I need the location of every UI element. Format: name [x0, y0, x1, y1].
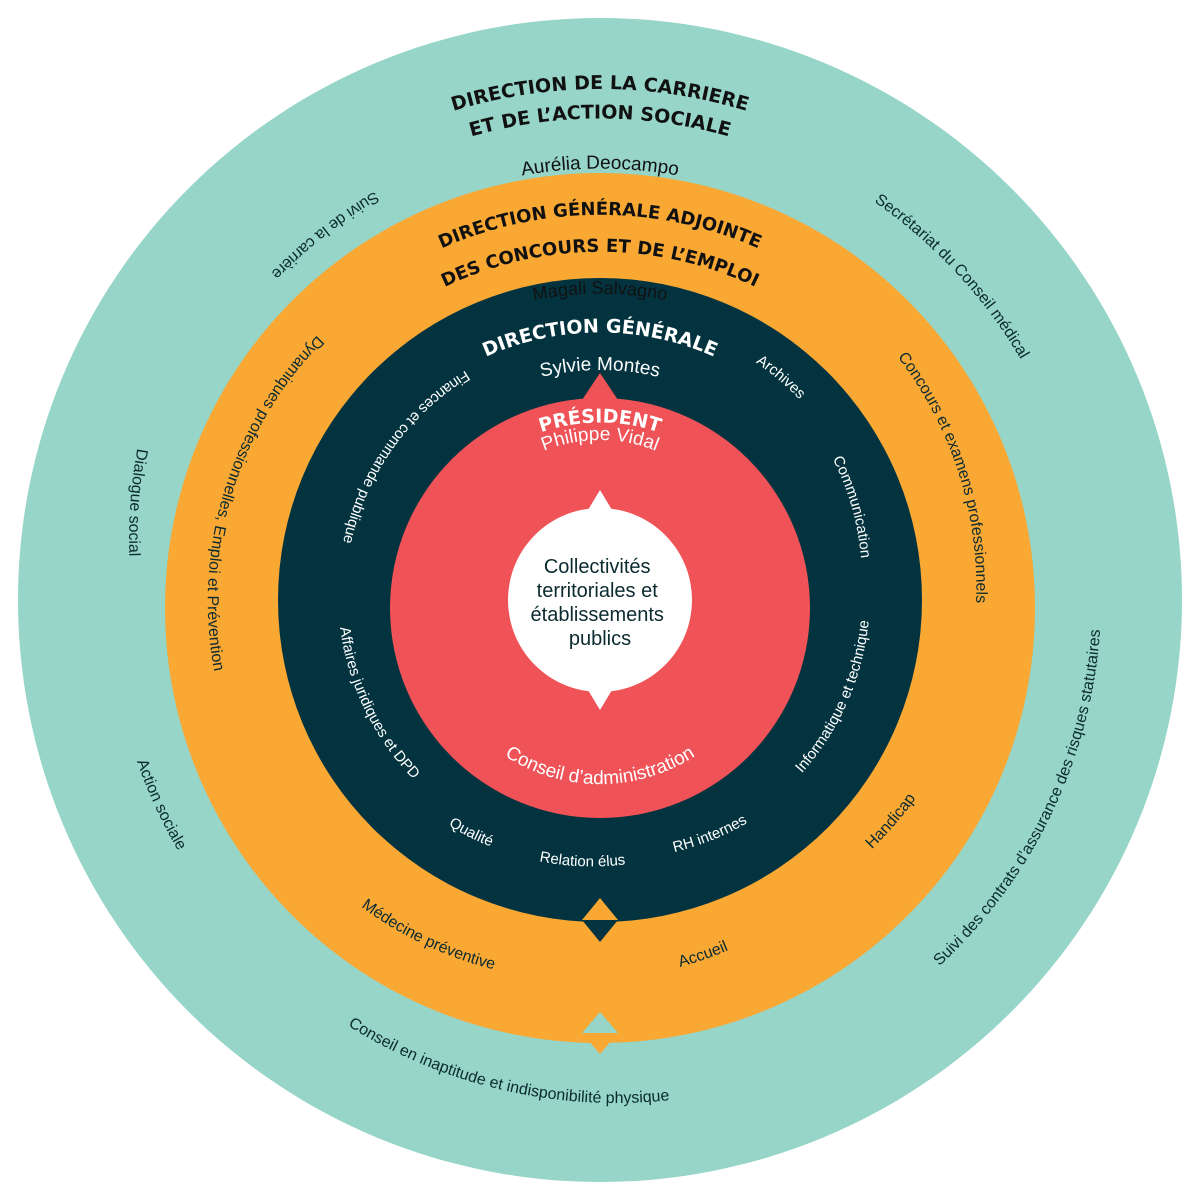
dark-ring-bottom-diamond-top-icon: [582, 898, 618, 920]
center-line-1: Collectivités: [544, 556, 651, 578]
third-item-relation-elus: Relation élus: [538, 848, 626, 870]
center-line-2: territoriales et: [537, 580, 659, 602]
center-circle: [508, 508, 692, 692]
top-connector-triangle-icon: [582, 373, 618, 400]
orange-ring-bottom-diamond-top-icon: [582, 1012, 618, 1033]
orange-ring-bottom-diamond-bottom-icon: [582, 1033, 618, 1054]
center-line-3: établissements: [531, 604, 664, 626]
center-line-4: publics: [569, 628, 631, 650]
dark-ring-bottom-diamond-bottom-icon: [582, 920, 618, 942]
center-label: Collectivités territoriales et établisse…: [531, 556, 670, 650]
